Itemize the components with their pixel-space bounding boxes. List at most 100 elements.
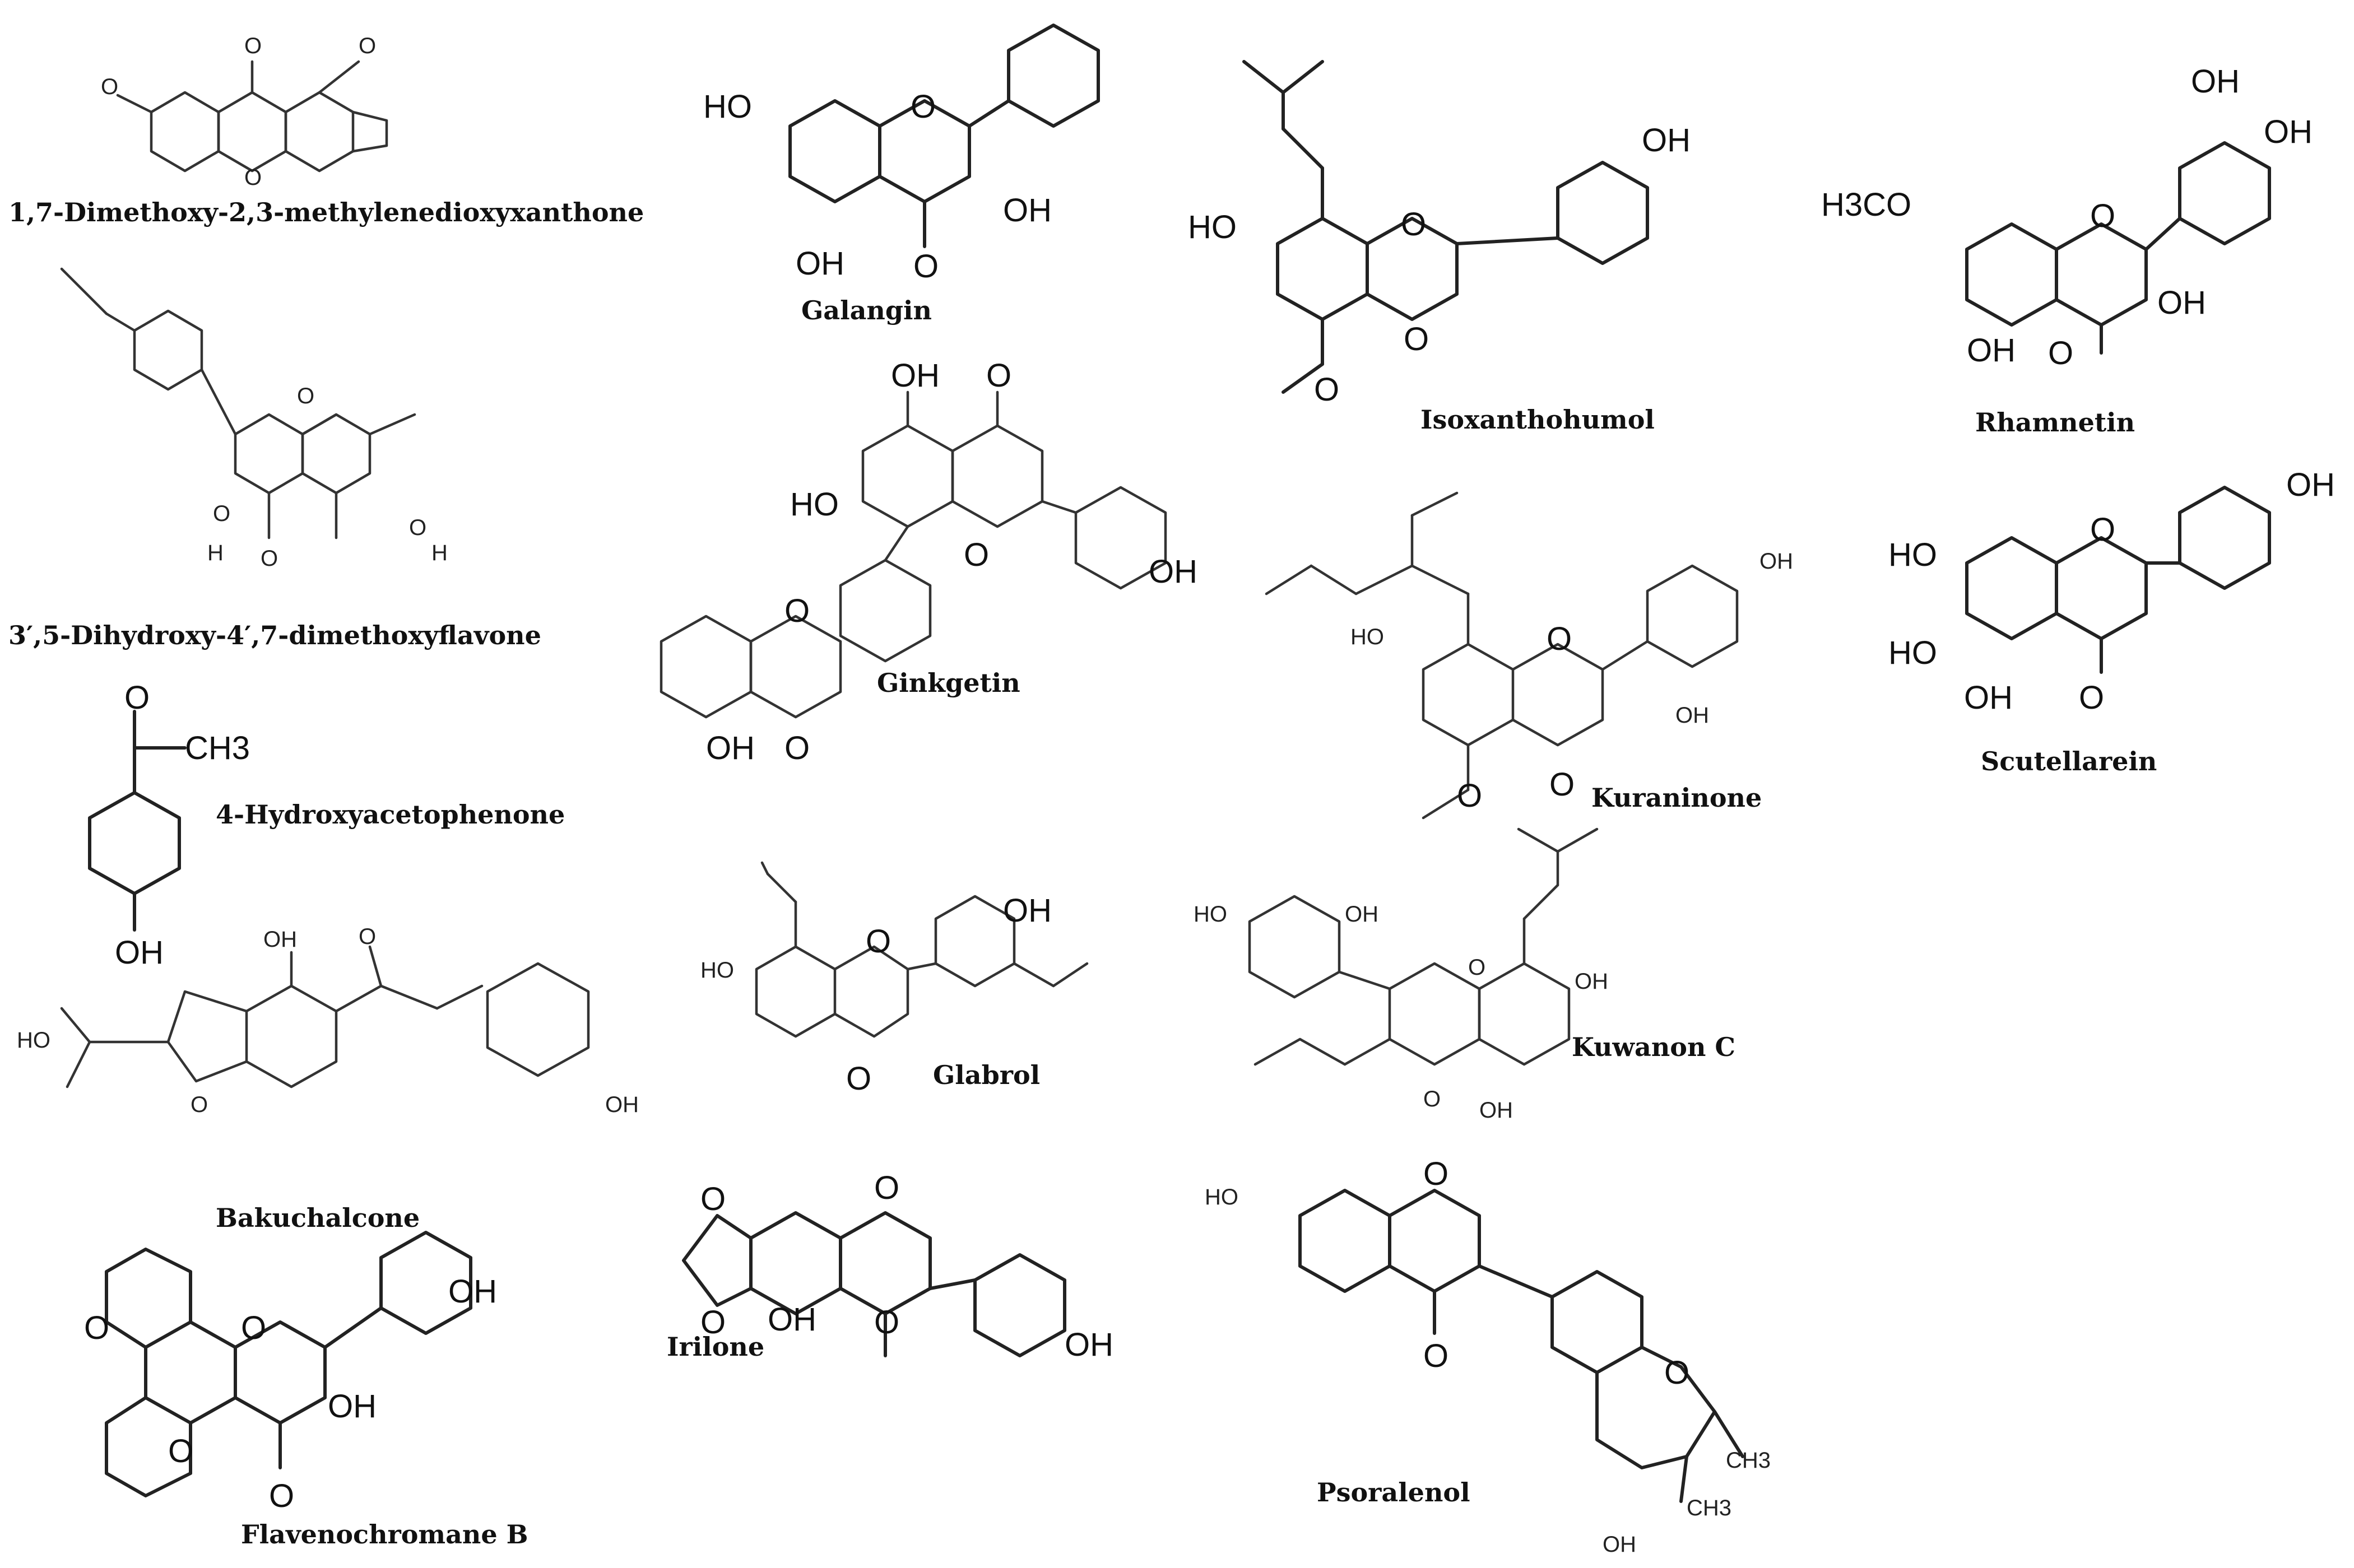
- flavenochromane-ketone-o: O: [269, 1478, 294, 1514]
- rhamnetin-oh: OH: [2157, 285, 2206, 321]
- compound-name: Scutellarein: [1981, 746, 2157, 776]
- flavenochromane-ring-o-mid: O: [241, 1310, 266, 1346]
- compound-name: Bakuchalcone: [216, 1203, 420, 1233]
- flavenochromane-oh-top: OH: [448, 1273, 497, 1310]
- structure-galangin: [788, 24, 1100, 248]
- flavone-hydroxyl-o: O: [213, 501, 230, 526]
- isoxanthohumol-ketone-o: O: [1404, 321, 1429, 357]
- structure-dimethoxy-xanthone: [116, 60, 388, 173]
- structure-hydroxyacetophenone: [88, 710, 187, 932]
- kuwanon-ring-o: O: [1468, 955, 1485, 980]
- kuwanon-oh-bottom: OH: [1479, 1098, 1513, 1123]
- galangin-ho: HO: [703, 89, 752, 125]
- bakuchalcone-oh-top: OH: [263, 927, 297, 952]
- structure-isoxanthohumol: [1242, 60, 1649, 394]
- kuwanon-ketone-o: O: [1423, 1087, 1441, 1111]
- bakuchalcone-oh-right: OH: [605, 1092, 639, 1117]
- irilone-methylenedioxy-o-bottom: O: [700, 1304, 726, 1341]
- galangin-ring-o: O: [911, 89, 936, 125]
- compound-name: Irilone: [667, 1332, 764, 1362]
- xanthone-methoxy-o-left: O: [101, 75, 118, 99]
- flavenochromane-oh: OH: [328, 1388, 377, 1425]
- irilone-methylenedioxy-o-top: O: [700, 1181, 726, 1217]
- rhamnetin-oh-bottom: OH: [1967, 332, 2016, 369]
- structure-ginkgetin: [660, 390, 1167, 719]
- rhamnetin-oh-right: OH: [2264, 114, 2313, 150]
- glabrol-ring-o: O: [866, 923, 891, 960]
- kuraninone-methoxy-o: O: [1457, 778, 1482, 814]
- kuwanon-oh-top: OH: [1345, 902, 1378, 927]
- ginkgetin-oh-bottom: OH: [706, 730, 755, 766]
- galangin-ketone-o: O: [913, 248, 939, 285]
- flavone-ring-o: O: [297, 384, 314, 408]
- scutellarein-ring-o: O: [2090, 511, 2115, 548]
- bakuchalcone-ketone-o: O: [359, 924, 376, 949]
- glabrol-oh: OH: [1003, 892, 1052, 929]
- ginkgetin-oh-right: OH: [1149, 553, 1197, 590]
- irilone-oh: OH: [768, 1301, 816, 1338]
- xanthone-methoxy-o-right: O: [359, 34, 376, 58]
- galangin-oh-bottom: OH: [796, 245, 844, 282]
- irilone-oh-right: OH: [1065, 1327, 1113, 1363]
- bakuchalcone-ho: HO: [17, 1028, 50, 1053]
- acetophenone-ch3: CH3: [185, 730, 250, 766]
- flavenochromane-ring-o-bottom: O: [168, 1433, 193, 1469]
- compound-name: Kuwanon C: [1572, 1032, 1735, 1062]
- compound-name: Rhamnetin: [1975, 407, 2135, 438]
- structure-irilone: [682, 1211, 1066, 1357]
- psoralenol-ketone-o: O: [1423, 1338, 1448, 1374]
- compound-name: Flavenochromane B: [241, 1519, 528, 1550]
- compound-name: 3′,5-Dihydroxy-4′,7-dimethoxyflavone: [8, 620, 541, 650]
- compound-name: Psoralenol: [1317, 1477, 1470, 1507]
- psoralenol-chroman-o: O: [1664, 1355, 1689, 1391]
- scutellarein-ho-lower: HO: [1888, 635, 1937, 671]
- structure-scutellarein: [1965, 486, 2271, 674]
- rhamnetin-oh-top: OH: [2191, 63, 2240, 100]
- acetophenone-oh: OH: [115, 934, 164, 971]
- glabrol-ho: HO: [700, 958, 734, 983]
- flavone-hydroxyl-h: H: [207, 541, 224, 565]
- compound-name: 4-Hydroxyacetophenone: [216, 799, 565, 830]
- compound-name: Ginkgetin: [877, 668, 1020, 698]
- flavone-hydroxyl-h-5: H: [431, 541, 448, 565]
- rhamnetin-ring-o: O: [2090, 198, 2115, 234]
- kuraninone-ring-o: O: [1547, 621, 1572, 657]
- psoralenol-ho: HO: [1205, 1185, 1238, 1209]
- irilone-ketone-o: O: [874, 1304, 899, 1341]
- irilone-ring-o: O: [874, 1170, 899, 1206]
- xanthone-ring-o: O: [244, 165, 262, 190]
- structure-rhamnetin: [1965, 141, 2271, 355]
- kuraninone-oh-top: OH: [1759, 549, 1793, 574]
- flavone-hydroxyl-o-5: O: [409, 515, 426, 540]
- rhamnetin-ketone-o: O: [2048, 335, 2073, 371]
- ginkgetin-oh-top: OH: [891, 357, 940, 394]
- acetophenone-o: O: [124, 680, 150, 716]
- psoralenol-ring-o: O: [1423, 1156, 1448, 1192]
- scutellarein-oh: OH: [1964, 680, 2013, 716]
- structure-glabrol: [755, 861, 1089, 1038]
- scutellarein-ho-upper: HO: [1888, 537, 1937, 573]
- structure-bakuchalcone: [60, 945, 590, 1088]
- kuraninone-oh: OH: [1675, 703, 1709, 728]
- kuwanon-oh-right: OH: [1575, 969, 1608, 994]
- ginkgetin-ketone-o-top: O: [986, 357, 1011, 394]
- galangin-oh: OH: [1003, 192, 1052, 229]
- compound-name: Galangin: [801, 295, 932, 325]
- bakuchalcone-ring-o: O: [191, 1092, 208, 1117]
- ginkgetin-ketone-o-bottom: O: [784, 730, 810, 766]
- flavone-ketone-o: O: [261, 546, 278, 571]
- psoralenol-ch3-bottom: CH3: [1687, 1496, 1731, 1520]
- scutellarein-ketone-o: O: [2079, 680, 2104, 716]
- psoralenol-ch3-top: CH3: [1726, 1448, 1771, 1473]
- kuraninone-ho: HO: [1350, 625, 1384, 649]
- isoxanthohumol-oh: OH: [1642, 122, 1691, 159]
- compound-name: Glabrol: [933, 1060, 1040, 1090]
- scutellarein-oh-top: OH: [2286, 467, 2335, 503]
- flavenochromane-ring-o-top: O: [84, 1310, 109, 1346]
- compound-name: Isoxanthohumol: [1420, 404, 1655, 435]
- xanthone-ketone-o: O: [244, 34, 262, 58]
- glabrol-ketone-o: O: [846, 1060, 871, 1097]
- compound-name: 1,7-Dimethoxy-2,3-methylenedioxyxanthone: [8, 197, 644, 227]
- structure-dihydroxy-flavone: [60, 267, 416, 539]
